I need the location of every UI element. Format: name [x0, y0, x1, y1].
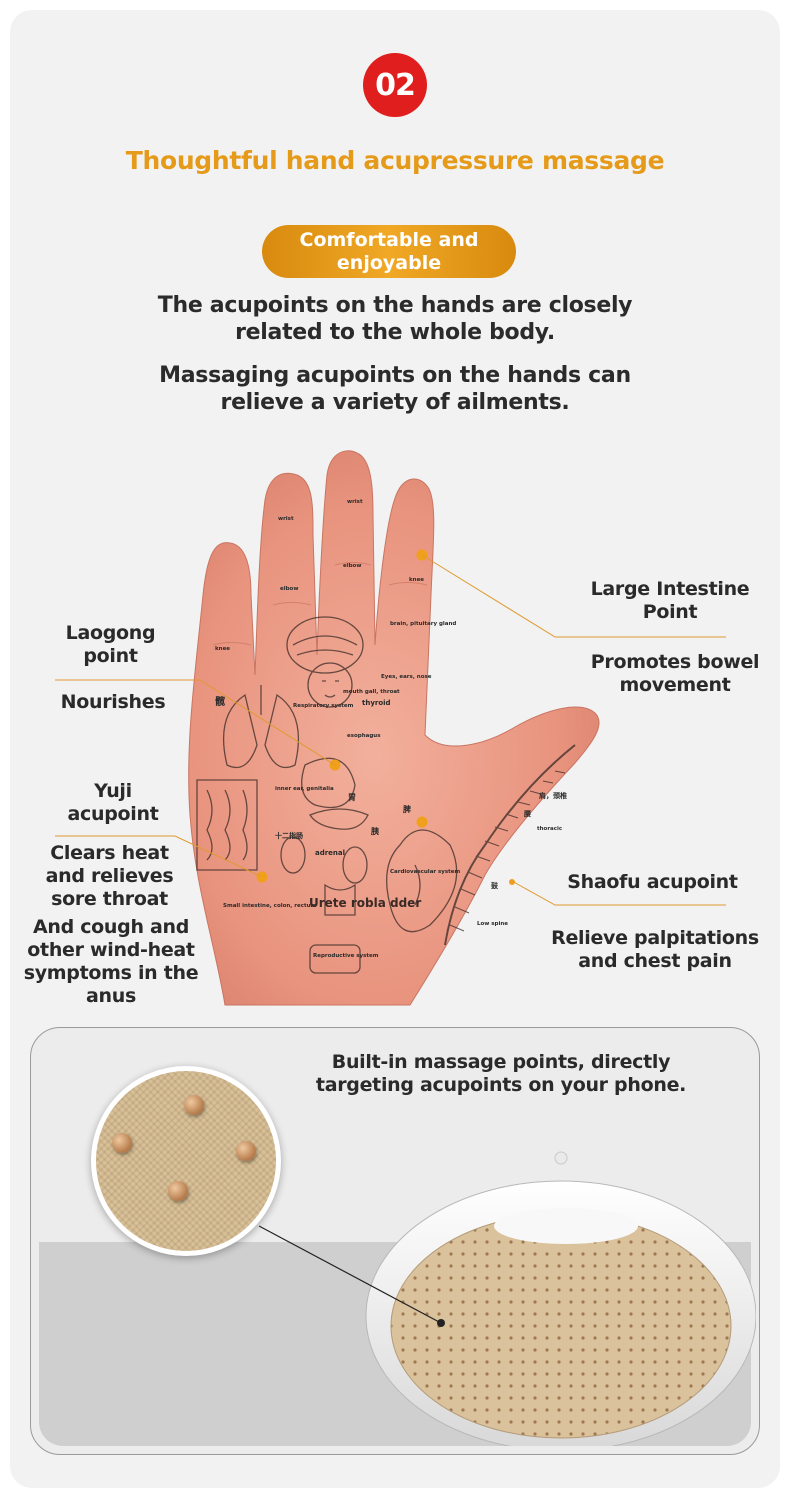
massage-nub-zoom-circle: [91, 1066, 281, 1256]
label-urete: Urete robla dder: [309, 896, 421, 910]
zoom-pointer-line: [258, 1225, 445, 1327]
label-cn-7: 腰: [523, 809, 531, 818]
panel-caption: Built-in massage points, directly target…: [315, 1051, 687, 1096]
spine-drawing: [444, 744, 576, 946]
shaofu-acupoint: [416, 816, 428, 828]
label-wrist-left: wrist: [278, 516, 294, 522]
vertebrae: [449, 770, 566, 932]
kidney-right: [342, 846, 368, 884]
large-intestine-acupoint: [416, 549, 428, 561]
label-cn-4: 胰: [371, 826, 379, 836]
massage-nub: [236, 1141, 256, 1161]
product-detail-panel: Built-in massage points, directly target…: [30, 1027, 760, 1455]
label-cn-5: 十二指肠: [275, 831, 303, 840]
label-thyroid: thyroid: [362, 699, 391, 707]
callout-yuji-desc-2: And cough and other wind-heat symptoms i…: [23, 916, 199, 1007]
label-cn-8: 鼓: [491, 881, 499, 890]
massage-nub: [112, 1133, 132, 1153]
label-cn-2: 胃: [348, 793, 356, 802]
hand-massager-device: [365, 1151, 756, 1446]
yuji-acupoint: [256, 871, 268, 883]
section-number-badge: 02: [363, 53, 427, 117]
label-small-intestine: Small intestine, colon, rectum: [223, 903, 317, 909]
label-knee-right: knee: [409, 577, 424, 583]
subtitle-pill: Comfortable and enjoyable: [262, 225, 516, 278]
label-genital: inner ear, genitalia: [275, 786, 334, 792]
label-cardio: Cardiovascular system: [390, 869, 461, 875]
callout-laogong-title: Laogong point: [65, 622, 156, 667]
label-mouth: mouth gall, throat: [343, 689, 400, 695]
intro-text-1: The acupoints on the hands are closely r…: [157, 293, 633, 345]
massage-nub: [184, 1095, 204, 1115]
label-cn-1: 髋: [215, 695, 225, 708]
intro-text-2: Massaging acupoints on the hands can rel…: [159, 363, 631, 415]
callout-shaofu-desc: Relieve palpitations and chest pain: [551, 927, 759, 972]
label-brain: brain, pituitary gland: [390, 621, 456, 627]
section-title: Thoughtful hand acupressure massage: [125, 146, 665, 175]
label-knee-left: knee: [215, 646, 230, 652]
callout-yuji-title: Yuji acupoint: [67, 780, 159, 825]
label-low-spine: Low spine: [477, 921, 508, 927]
hand-acupoint-illustration: wrist wrist elbow elbow knee knee brain,…: [185, 445, 605, 1007]
callout-laogong-desc: Nourishes: [60, 691, 166, 713]
hand-silhouette: [188, 450, 600, 1006]
hand-drawing: wrist wrist elbow elbow knee knee brain,…: [188, 450, 600, 1006]
brain-drawing: [286, 616, 364, 674]
callout-shaofu-title: Shaofu acupoint: [567, 871, 738, 893]
label-respiratory: Respiratory system: [293, 703, 354, 709]
label-esophagus: esophagus: [347, 733, 381, 739]
massage-nub: [168, 1181, 188, 1201]
stomach-drawing: [301, 757, 356, 809]
kidney-left: [280, 836, 306, 874]
label-thoracic: thoracic: [537, 826, 562, 832]
label-cn-3: 脾: [402, 804, 411, 814]
callout-large-intestine-desc: Promotes bowel movement: [590, 651, 760, 696]
label-reproductive: Reproductive system: [313, 953, 379, 959]
label-eyes: Eyes, ears, nose: [381, 674, 432, 680]
label-elbow-mid: elbow: [343, 563, 361, 569]
thumb-acupoint: [509, 879, 515, 885]
laogong-acupoint: [329, 759, 341, 771]
label-elbow-left: elbow: [280, 586, 298, 592]
callout-yuji-desc-1: Clears heat and relieves sore throat: [45, 842, 174, 910]
label-adrenal: adrenal: [315, 849, 345, 857]
label-wrist-mid: wrist: [347, 499, 363, 505]
callout-large-intestine-title: Large Intestine Point: [590, 578, 750, 623]
label-cn-6: 肩，颈椎: [538, 791, 567, 800]
heart-drawing: [386, 829, 458, 933]
